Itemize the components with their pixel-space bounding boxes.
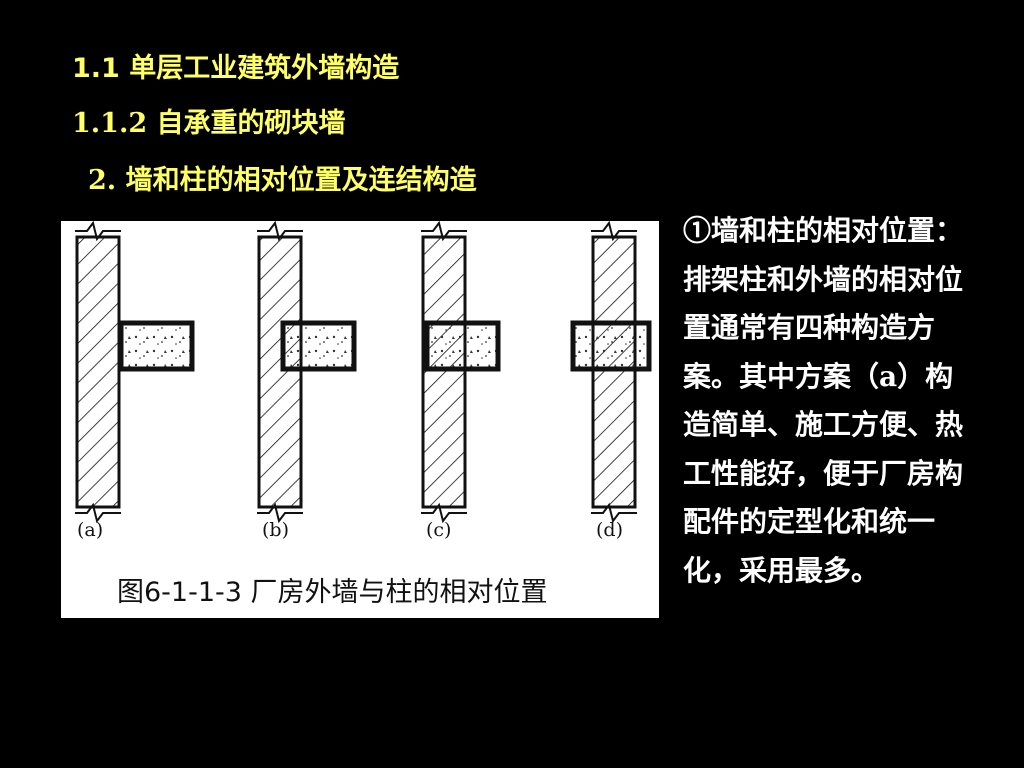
wall-column-diagram: (a) (b) (c) (d) 图6-1-1-3 厂房外墙与柱的相对位置 xyxy=(61,221,659,618)
wall-column-case-a xyxy=(75,221,195,524)
wall-column-case-c xyxy=(421,221,501,524)
description-text: ①墙和柱的相对位置：排架柱和外墙的相对位置通常有四种构造方案。其中方案（a）构造… xyxy=(683,214,964,587)
wall-column-drawing xyxy=(75,221,652,524)
wall-column-case-b xyxy=(257,221,357,524)
section-heading: 1.1 单层工业建筑外墙构造 xyxy=(72,53,400,84)
wall-column-case-d xyxy=(570,221,652,524)
case-label-c: (c) xyxy=(426,519,452,541)
subsection-heading: 1.1.2 自承重的砌块墙 xyxy=(72,108,346,139)
case-label-d: (d) xyxy=(596,519,623,541)
case-label-a: (a) xyxy=(77,519,104,541)
topic-heading: 2. 墙和柱的相对位置及连结构造 xyxy=(88,165,477,196)
figure-caption: 图6-1-1-3 厂房外墙与柱的相对位置 xyxy=(117,577,548,608)
case-label-b: (b) xyxy=(262,519,289,541)
